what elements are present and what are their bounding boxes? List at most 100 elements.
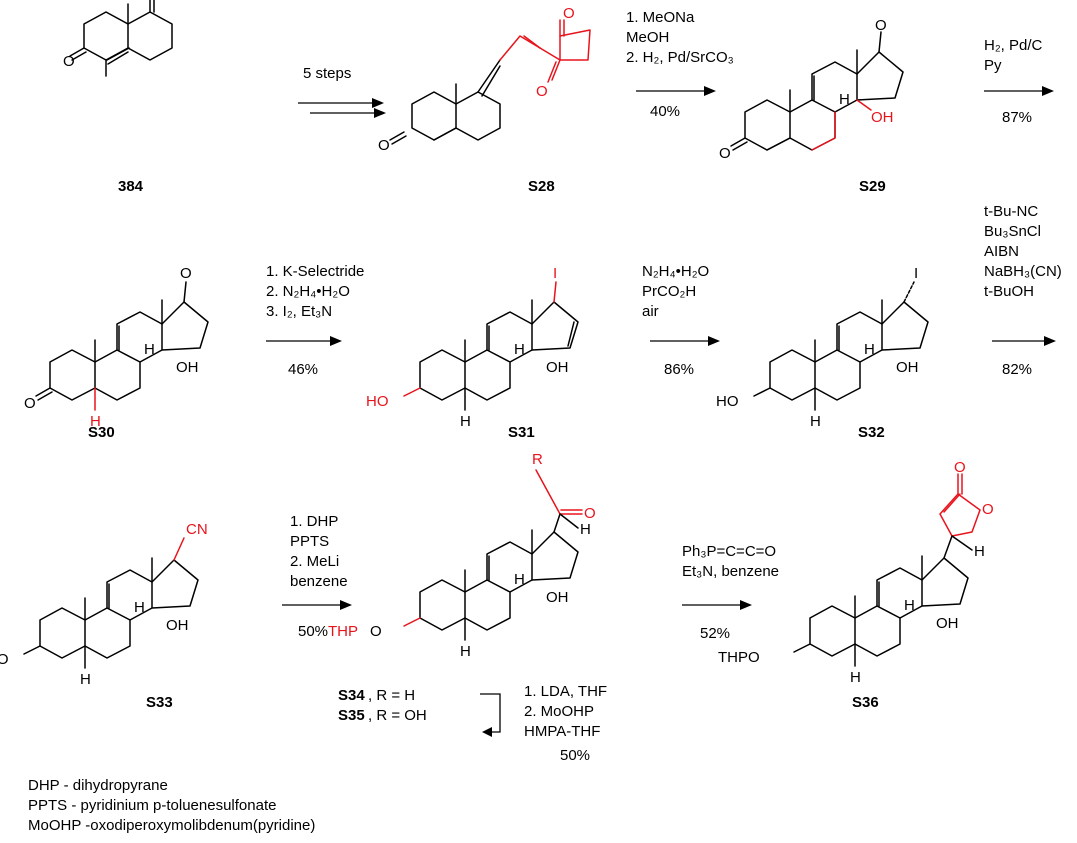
step9-yield: 50% [560, 747, 590, 764]
step4-line2: 2. N₂H₄•H₂O [266, 283, 350, 300]
step7-yield: 50% [298, 623, 328, 640]
atom-thp-s34: THP [328, 623, 358, 640]
step4-line1: 1. K-Selectride [266, 263, 364, 280]
step6-line1: t-Bu-NC [984, 203, 1038, 220]
reaction-arrow-2 [636, 86, 716, 96]
step6-line3: AIBN [984, 243, 1019, 260]
reaction-arrow-3 [984, 86, 1054, 96]
label-s34-note: , R = H [368, 687, 415, 704]
atom-h-s29: H [839, 91, 850, 108]
atom-o-s34: O [584, 505, 596, 522]
compound-s29: O O H OH [719, 17, 904, 162]
compound-s31: HO I H OH H [366, 265, 579, 430]
atom-oh-s30: OH [176, 359, 199, 376]
step5-line1: N₂H₄•H₂O [642, 263, 709, 280]
atom-o-s28b: O [563, 5, 575, 22]
label-s30: S30 [88, 424, 115, 441]
atom-oh-s29: OH [871, 109, 894, 126]
atom-oh-s34: OH [546, 589, 569, 606]
step6-yield: 82% [1002, 361, 1032, 378]
atom-o-s30a: O [24, 395, 36, 412]
atom-o-s36b: O [982, 501, 994, 518]
atom-h-s34b: H [460, 643, 471, 660]
atom-h-s36b: H [850, 669, 861, 686]
step4-line3: 3. I₂, Et₃N [266, 303, 332, 320]
compound-s33: HO CN H OH H [0, 521, 208, 688]
atom-h-s30a: H [144, 341, 155, 358]
reaction-arrow-6 [992, 336, 1056, 346]
atom-o-s29a: O [719, 145, 731, 162]
label-s29: S29 [859, 178, 886, 195]
atom-ho-s32: HO [716, 393, 739, 410]
label-s35: S35 [338, 707, 365, 724]
label-s36: S36 [852, 694, 879, 711]
compound-s36: THPO O O H H OH H [718, 459, 994, 686]
atom-i-s32: I [914, 265, 918, 282]
label-s34: S34 [338, 687, 365, 704]
step7-line2: PPTS [290, 533, 329, 550]
label-s32: S32 [858, 424, 885, 441]
atom-oh-s33: OH [166, 617, 189, 634]
step3-line2: Py [984, 57, 1002, 74]
atom-o-s28a: O [378, 137, 390, 154]
label-s35-note: , R = OH [368, 707, 427, 724]
step8-line1: Ph₃P=C=C=O [682, 543, 776, 560]
atom-h-s32a: H [864, 341, 875, 358]
step1-line1: 5 steps [303, 65, 351, 82]
step5-yield: 86% [664, 361, 694, 378]
reaction-arrow-7 [282, 600, 352, 610]
step9-line3: HMPA-THF [524, 723, 600, 740]
atom-o-384a: O [63, 53, 75, 70]
label-s28: S28 [528, 178, 555, 195]
atom-oh-s32: OH [896, 359, 919, 376]
atom-ho-s31: HO [366, 393, 389, 410]
atom-ho-s33: HO [0, 651, 9, 668]
atom-cn-s33: CN [186, 521, 208, 538]
label-s33: S33 [146, 694, 173, 711]
atom-h-s34a: H [514, 571, 525, 588]
reaction-arrow-5 [650, 336, 720, 346]
step3-line1: H₂, Pd/C [984, 37, 1043, 54]
atom-o-s36a: O [954, 459, 966, 476]
step9-line2: 2. MoOHP [524, 703, 594, 720]
atom-i-s31: I [553, 265, 557, 282]
atom-h-s33b: H [80, 671, 91, 688]
atom-oh-s31: OH [546, 359, 569, 376]
atom-h-s32b: H [810, 413, 821, 430]
atom-h-s36a: H [904, 597, 915, 614]
step7-line4: benzene [290, 573, 348, 590]
footnote-moohp: MoOHP -oxodiperoxymolibdenum(pyridine) [28, 817, 315, 834]
step9-line1: 1. LDA, THF [524, 683, 607, 700]
step8-yield: 52% [700, 625, 730, 642]
atom-h-s34c: H [580, 521, 591, 538]
step5-line2: PrCO₂H [642, 283, 696, 300]
reaction-arrow-8 [682, 600, 752, 610]
step2-line1: 1. MeONa [626, 9, 695, 26]
compound-s30: O O H OH H [24, 265, 209, 430]
compound-s28: O O O [378, 5, 591, 154]
reaction-arrow-1 [298, 98, 386, 118]
reaction-arrow-4 [266, 336, 342, 346]
atom-h-s31a: H [514, 341, 525, 358]
footnote-dhp: DHP - dihydropyrane [28, 777, 168, 794]
step7-line1: 1. DHP [290, 513, 338, 530]
compound-s34-s35: THP O R O H H OH H [328, 451, 596, 660]
atom-o-s34-ether: O [370, 623, 382, 640]
step6-line4: NaBH₃(CN) [984, 263, 1062, 280]
step8-line2: Et₃N, benzene [682, 563, 779, 580]
atom-h-s31b: H [460, 413, 471, 430]
compound-s32: HO I H OH H [716, 265, 929, 430]
step5-line3: air [642, 303, 659, 320]
step4-yield: 46% [288, 361, 318, 378]
step2-yield: 40% [650, 103, 680, 120]
atom-thpo-s36: THPO [718, 649, 760, 666]
step6-line2: Bu₃SnCl [984, 223, 1041, 240]
reaction-arrow-9 [480, 693, 501, 737]
step3-yield: 87% [1002, 109, 1032, 126]
atom-o-s30b: O [180, 265, 192, 282]
step7-line3: 2. MeLi [290, 553, 339, 570]
step6-line5: t-BuOH [984, 283, 1034, 300]
atom-oh-s36: OH [936, 615, 959, 632]
atom-o-s28c: O [536, 83, 548, 100]
